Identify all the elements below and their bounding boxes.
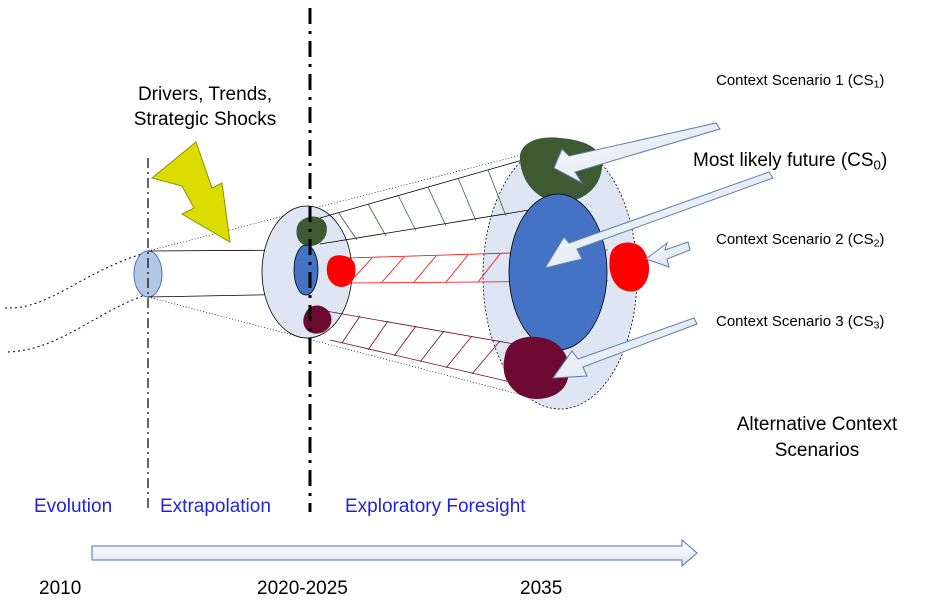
year-2010: 2010 (39, 578, 82, 599)
history-curve-upper (4, 251, 149, 309)
cone-outline-lower (147, 296, 561, 406)
cs3-label-sub: 3 (873, 319, 880, 332)
alternative-scenarios-label: Alternative Context Scenarios (706, 412, 928, 464)
cs1-label: Context Scenario 1 (CS1) (716, 72, 885, 91)
cs2-pointer-arrow (644, 241, 691, 268)
cs3-pointer-arrow (551, 317, 698, 379)
cs2-label: Context Scenario 2 (CS2) (716, 231, 885, 250)
history-curve-lower (7, 293, 149, 353)
cs2-label-sub: 2 (873, 237, 880, 250)
cs2-shape-future (609, 242, 650, 292)
phase-exploratory: Exploratory Foresight (345, 496, 526, 517)
cs2-shape-mid (326, 255, 356, 287)
cs0-label: Most likely future (CS0) (693, 150, 887, 172)
drivers-label: Drivers, Trends, Strategic Shocks (108, 82, 302, 132)
timeline-arrow (91, 538, 698, 568)
cs3-hatch-band (319, 309, 521, 384)
phase-extrapolation: Extrapolation (160, 496, 271, 517)
cs0-label-sub: 0 (873, 157, 881, 173)
cs1-hatch-band (319, 158, 549, 245)
cs0-shape-mid (293, 244, 319, 296)
cs2-label-close: ) (879, 231, 885, 248)
cs1-label-close: ) (879, 72, 885, 89)
cs0-shape-future (508, 193, 608, 351)
cs1-shape-mid (296, 216, 327, 247)
drivers-label-line1: Drivers, Trends, (137, 84, 273, 105)
cs3-shape-future (503, 336, 570, 399)
cs3-label-text: Context Scenario 3 (CS (716, 313, 874, 330)
alternative-line1: Alternative Context (736, 414, 898, 435)
cs2-label-text: Context Scenario 2 (CS (716, 231, 874, 248)
cs0-pointer-arrow (543, 171, 774, 269)
cs1-label-text: Context Scenario 1 (CS (716, 72, 874, 89)
alternative-line2: Scenarios (774, 440, 860, 461)
year-2035: 2035 (520, 578, 563, 599)
drivers-label-line2: Strategic Shocks (133, 109, 277, 130)
cs1-pointer-arrow (553, 122, 721, 185)
cs1-label-sub: 1 (873, 78, 880, 91)
year-2020-2025: 2020-2025 (257, 578, 348, 599)
cs3-label-close: ) (879, 313, 885, 330)
cs0-label-close: ) (880, 150, 888, 171)
cs0-label-text: Most likely future (CS (693, 150, 874, 171)
cone-outline-upper (147, 144, 561, 252)
shock-lightning-arrow (150, 141, 231, 243)
cs3-label: Context Scenario 3 (CS3) (716, 313, 885, 332)
phase-evolution: Evolution (34, 496, 113, 517)
